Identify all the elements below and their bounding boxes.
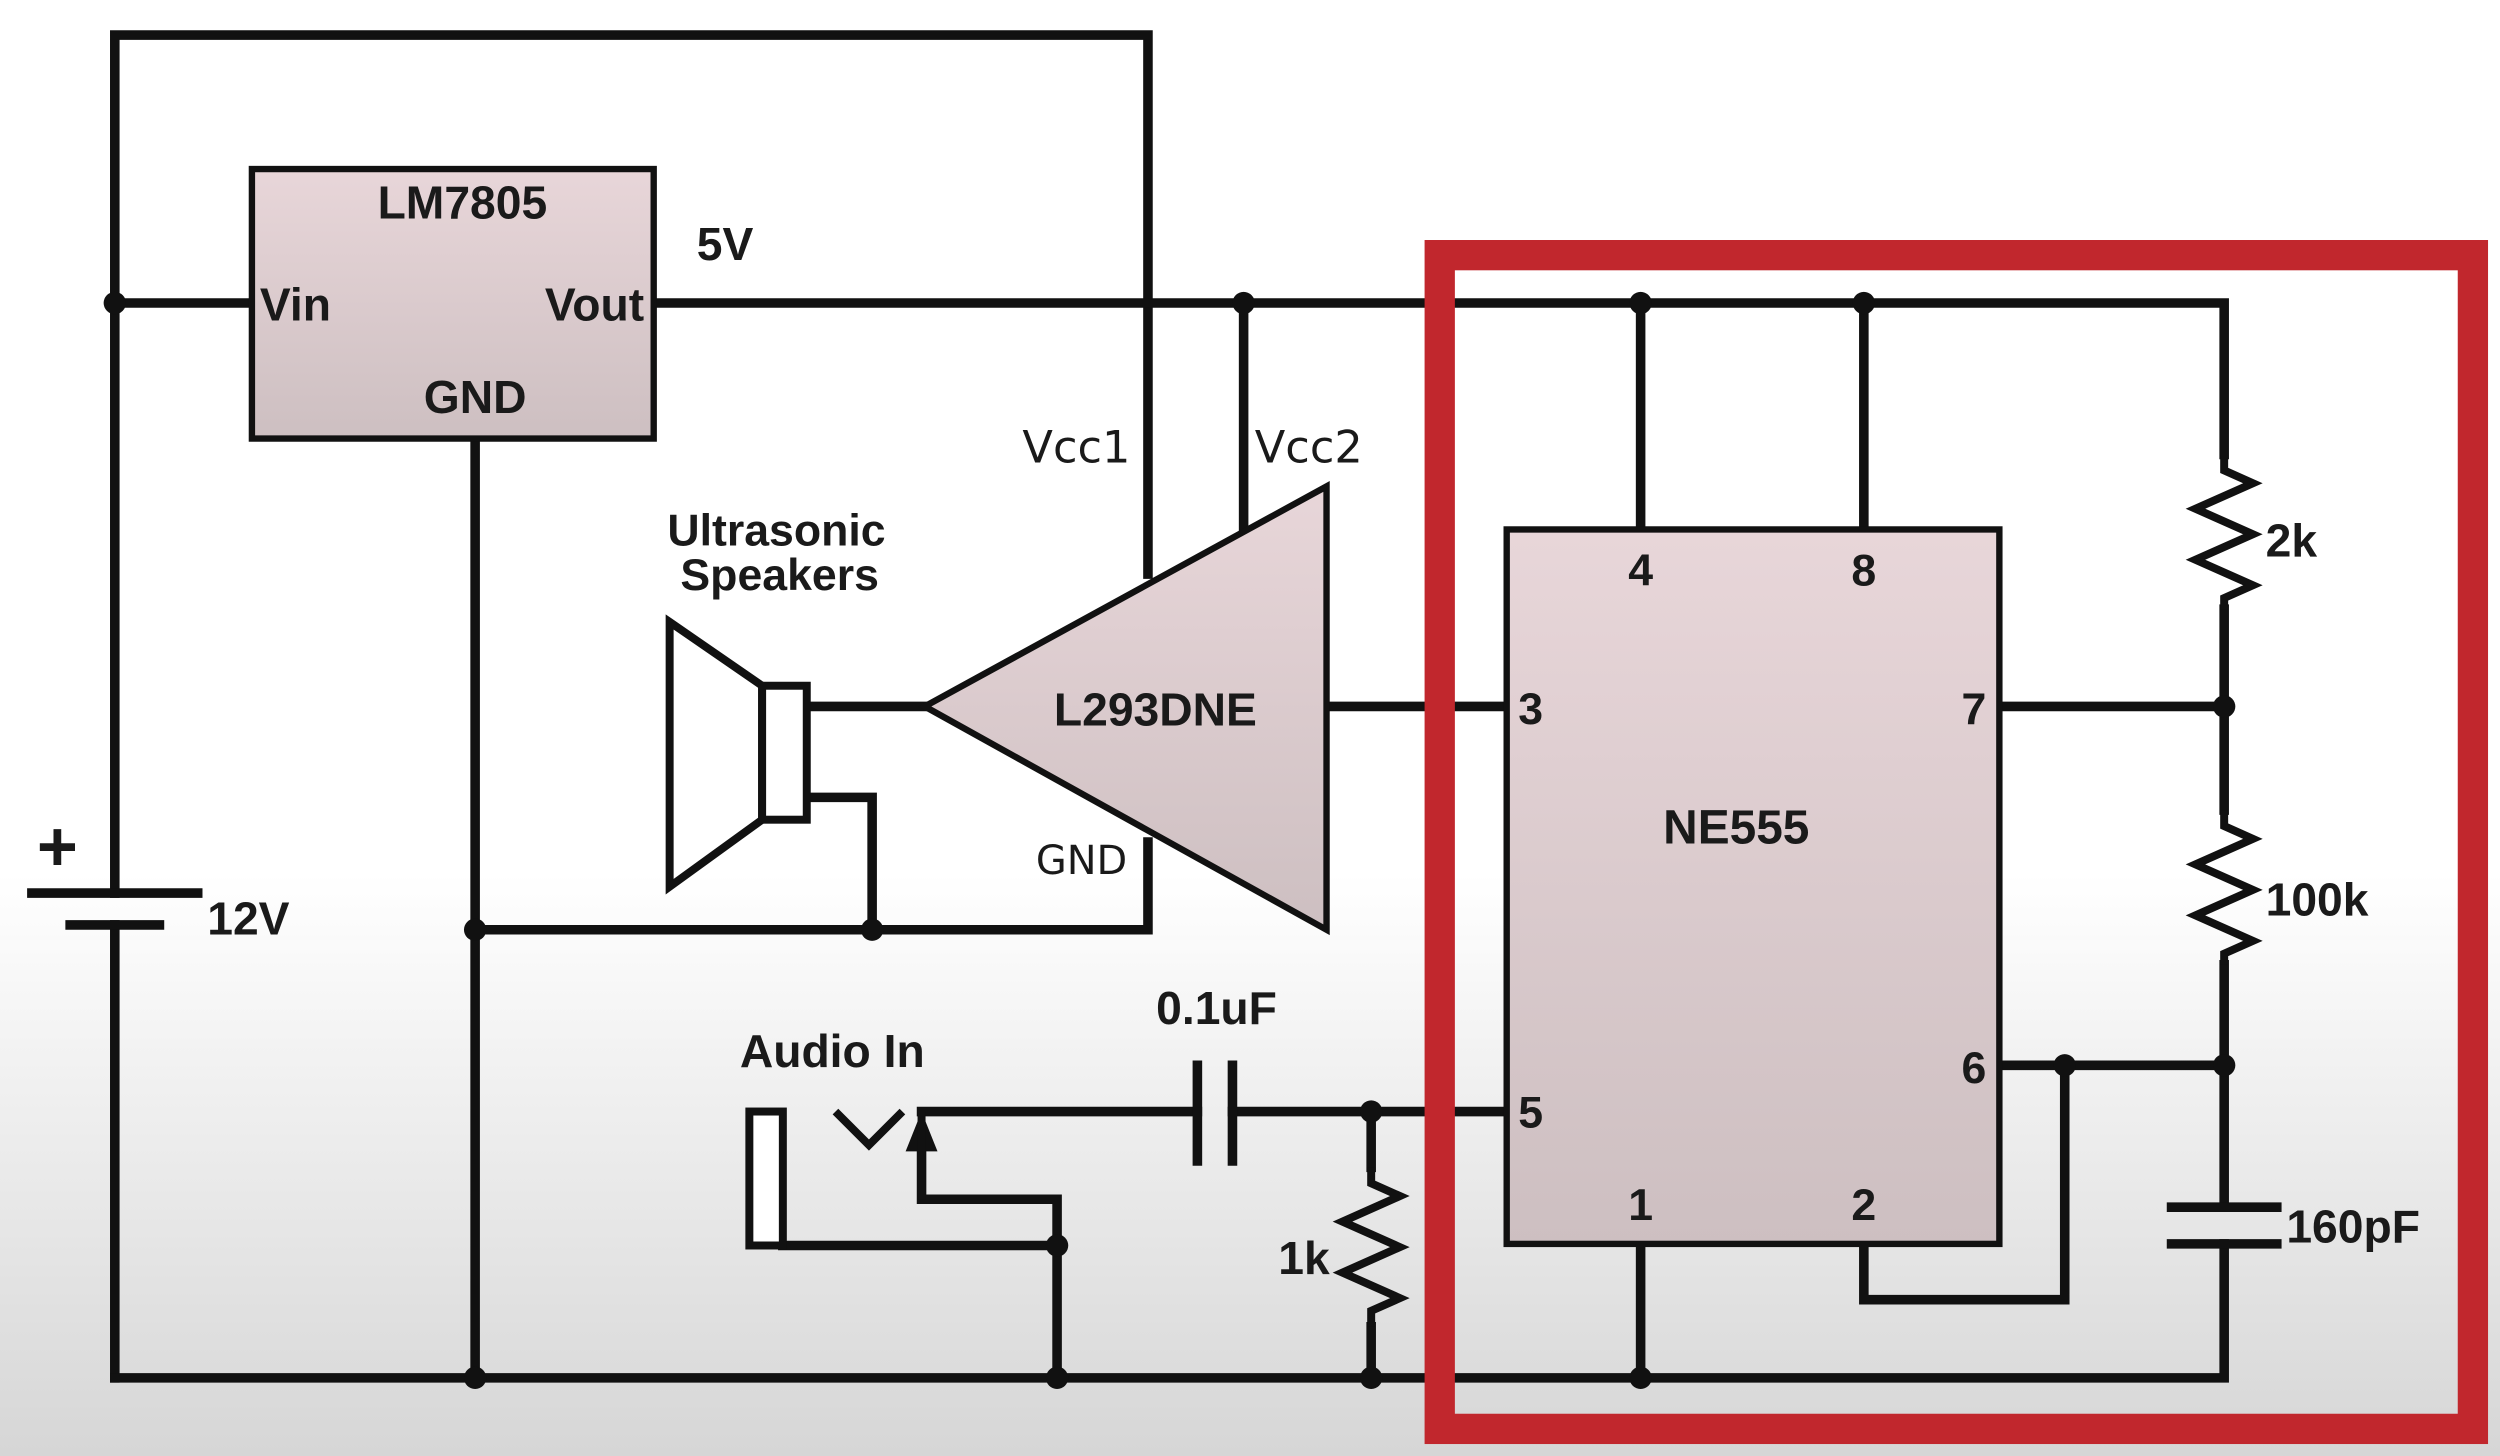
- capacitor-160pf-label: 160pF: [2286, 1200, 2420, 1252]
- resistor-100k-label: 100k: [2266, 873, 2369, 925]
- pin-7-label: 7: [1961, 685, 1986, 734]
- driver-name: L293DNE: [1054, 684, 1257, 736]
- wire-driver-gnd: [470, 837, 1153, 935]
- pin-4-label: 4: [1628, 546, 1653, 595]
- resistor-1k: [1332, 1167, 1410, 1327]
- battery-plus-sign: +: [37, 807, 78, 886]
- pin-3-label: 3: [1518, 685, 1543, 734]
- driver-triangle: [918, 481, 1330, 936]
- wire-pin2: [1859, 1060, 2070, 1305]
- resistor-2k: [2185, 454, 2263, 610]
- wires: [110, 30, 2229, 1383]
- pin-8-label: 8: [1851, 546, 1876, 595]
- timer-name: NE555: [1663, 802, 1809, 855]
- capacitor-0-1uf-label: 0.1uF: [1156, 982, 1277, 1034]
- pin-5-label: 5: [1518, 1088, 1543, 1137]
- resistor-100k: [2185, 810, 2263, 965]
- vcc1-label: Vcc1: [1022, 421, 1130, 473]
- audio-jack-icon: [745, 1107, 938, 1250]
- speaker-label-line1: Ultrasonic: [667, 506, 885, 555]
- regulator-gnd-label: GND: [424, 371, 527, 423]
- highlight-box: [1424, 240, 2489, 1445]
- wire-5v-rail: [648, 298, 2229, 460]
- resistor-1k-label: 1k: [1278, 1232, 1330, 1284]
- wire-ground-rail: [110, 1239, 2229, 1383]
- pin-6-label: 6: [1961, 1044, 1986, 1093]
- rail-5v-label: 5V: [697, 218, 754, 270]
- battery-icon: [27, 888, 203, 930]
- regulator-vout-label: Vout: [545, 279, 644, 331]
- timer-chip: [1503, 526, 2003, 1248]
- capacitor-160pf: [2166, 1202, 2282, 1249]
- wire-speaker-return: [801, 792, 877, 935]
- junction-dots: [103, 291, 2236, 1390]
- capacitor-0-1uf: [1192, 1060, 1238, 1166]
- resistor-2k-label: 2k: [2266, 515, 2318, 567]
- driver-gnd-label: GND: [1036, 838, 1127, 884]
- battery-voltage-label: 12V: [207, 893, 289, 945]
- pin-1-label: 1: [1628, 1181, 1653, 1230]
- speaker-label-line2: Speakers: [680, 551, 878, 600]
- regulator-name: LM7805: [378, 176, 548, 228]
- speaker-icon: [665, 614, 811, 895]
- regulator-box: [248, 165, 657, 442]
- vcc2-label: Vcc2: [1255, 421, 1363, 473]
- audio-in-label: Audio In: [740, 1025, 925, 1077]
- regulator-vin-label: Vin: [260, 279, 331, 331]
- pin-2-label: 2: [1851, 1181, 1876, 1230]
